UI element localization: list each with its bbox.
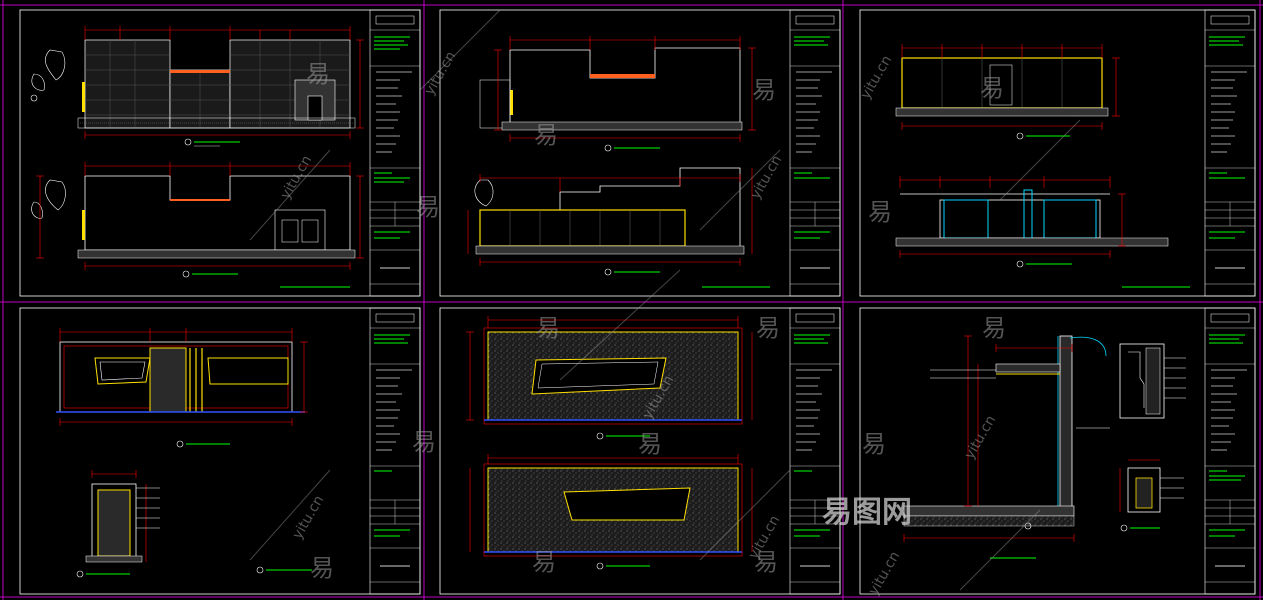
sheet-3 bbox=[859, 9, 1256, 297]
elevation-top bbox=[30, 26, 364, 147]
watermark-glyph: 易 bbox=[980, 74, 1004, 102]
section-detail bbox=[76, 470, 312, 578]
watermark-glyph: 易 bbox=[412, 428, 436, 456]
plan-bottom bbox=[469, 454, 753, 570]
yitu-logo: 易图网 bbox=[822, 495, 912, 530]
watermark-glyph: 易 bbox=[868, 198, 892, 226]
watermark-glyph: 易 bbox=[862, 430, 886, 458]
sheet-1 bbox=[19, 9, 421, 297]
watermark-glyph: 易 bbox=[638, 430, 662, 458]
watermark-logo: 易图网 bbox=[822, 495, 912, 530]
watermark-glyph: 易 bbox=[982, 314, 1006, 342]
watermark-diagonals bbox=[249, 9, 1081, 591]
title-block bbox=[789, 9, 841, 297]
watermark-glyph: 易 bbox=[306, 60, 330, 88]
plan-top bbox=[466, 316, 753, 440]
sheet-5 bbox=[439, 307, 841, 595]
watermark-glyph: 易 bbox=[532, 548, 556, 576]
title-block bbox=[369, 307, 421, 595]
elevation-bottom bbox=[895, 176, 1190, 288]
elevation-bottom bbox=[31, 162, 364, 288]
sheet-4 bbox=[19, 307, 421, 595]
title-block bbox=[789, 307, 841, 595]
watermark-glyph: 易 bbox=[754, 548, 778, 576]
watermark-glyph: 易 bbox=[534, 121, 558, 149]
watermark-glyph: 易 bbox=[752, 76, 776, 104]
title-block bbox=[1204, 9, 1256, 297]
title-block bbox=[369, 9, 421, 297]
watermark-glyph: 易 bbox=[416, 193, 440, 221]
elevation-top bbox=[56, 328, 308, 448]
section-main bbox=[903, 335, 1110, 559]
sheet-6 bbox=[859, 307, 1256, 595]
title-block bbox=[1204, 307, 1256, 595]
watermark-glyph: 易 bbox=[536, 314, 560, 342]
watermark-glyph: 易 bbox=[756, 314, 780, 342]
sheet-2 bbox=[439, 9, 841, 297]
elevation-bottom bbox=[467, 167, 770, 288]
detail-callout bbox=[1119, 343, 1186, 532]
watermark-glyph: 易 bbox=[310, 554, 334, 582]
elevation-top bbox=[479, 36, 756, 152]
elevation-top bbox=[895, 44, 1120, 140]
